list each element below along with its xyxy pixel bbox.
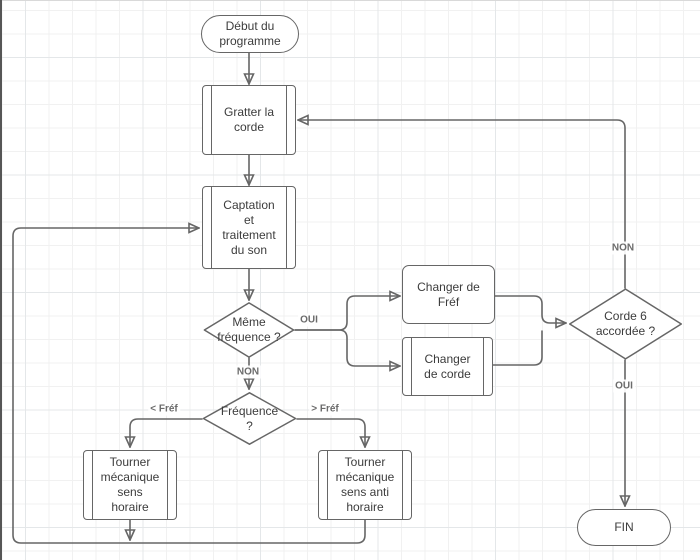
edge-label-oui-corde6[interactable]: OUI: [613, 379, 635, 393]
predefined-process-bars: [411, 338, 484, 395]
node-meme-frequence-label: Même fréquence ?: [217, 315, 281, 344]
predefined-process-bars: [327, 451, 403, 519]
node-changer-de-fref[interactable]: Changer de Fréf: [402, 265, 495, 324]
edge-changer-fref-to-corde6[interactable]: [494, 295, 566, 323]
node-tourner-sens-anti-horaire[interactable]: Tourner mécanique sens anti horaire: [318, 450, 412, 520]
edge-anti-horaire-loop-to-captation[interactable]: [12, 228, 366, 544]
edge-meme-oui-to-changer-corde[interactable]: [294, 329, 400, 366]
edge-frequence-gt-to-anti-horaire[interactable]: [296, 418, 365, 447]
node-debut-programme[interactable]: Début du programme: [201, 15, 299, 53]
node-changer-de-corde[interactable]: Changer de corde: [402, 337, 493, 396]
node-captation-label: Captation et traitement du son: [222, 197, 276, 257]
node-fin-label: FIN: [614, 520, 634, 534]
decision-diamond[interactable]: [202, 392, 297, 445]
node-tourner-anti-label: Tourner mécanique sens anti horaire: [335, 455, 395, 514]
decision-diamond[interactable]: [203, 302, 295, 358]
node-changer-corde-label: Changer de corde: [424, 351, 471, 381]
edge-changer-corde-to-corde6[interactable]: [492, 330, 543, 366]
node-corde6-accordee-decision[interactable]: Corde 6 accordée ?: [568, 288, 683, 360]
edge-label-inferieur-fref[interactable]: < Fréf: [148, 402, 180, 416]
edge-corde6-non-loop-to-gratter[interactable]: [298, 120, 626, 289]
node-meme-frequence-decision[interactable]: Même fréquence ?: [203, 302, 295, 358]
node-changer-fref-label: Changer de Fréf: [417, 279, 480, 309]
predefined-process-bars: [211, 187, 287, 268]
node-fin[interactable]: FIN: [577, 509, 671, 546]
node-corde6-label: Corde 6 accordée ?: [595, 309, 656, 338]
edge-label-superieur-fref[interactable]: > Fréf: [309, 402, 341, 416]
predefined-process-bars: [92, 451, 168, 519]
decision-diamond[interactable]: [568, 288, 683, 360]
node-tourner-horaire-label: Tourner mécanique sens horaire: [100, 455, 160, 514]
node-debut-programme-label: Début du programme: [219, 19, 281, 48]
node-frequence-label: Fréquence ?: [220, 403, 279, 433]
edge-frequence-lt-to-horaire[interactable]: [130, 418, 203, 447]
edge-meme-oui-to-changer-fref[interactable]: [294, 296, 400, 331]
canvas-left-edge: [0, 0, 2, 560]
edge-label-oui-meme-frequence[interactable]: OUI: [298, 313, 320, 327]
edge-label-non-corde6[interactable]: NON: [609, 241, 637, 255]
predefined-process-bars: [211, 86, 287, 154]
canvas-top-edge: [0, 0, 700, 1]
node-gratter-corde-label: Gratter la corde: [223, 105, 274, 134]
edge-label-non-meme-frequence[interactable]: NON: [234, 365, 262, 379]
node-gratter-corde[interactable]: Gratter la corde: [202, 85, 296, 155]
node-frequence-decision[interactable]: Fréquence ?: [202, 392, 297, 445]
node-captation-traitement-son[interactable]: Captation et traitement du son: [202, 186, 296, 269]
node-tourner-sens-horaire[interactable]: Tourner mécanique sens horaire: [83, 450, 177, 520]
